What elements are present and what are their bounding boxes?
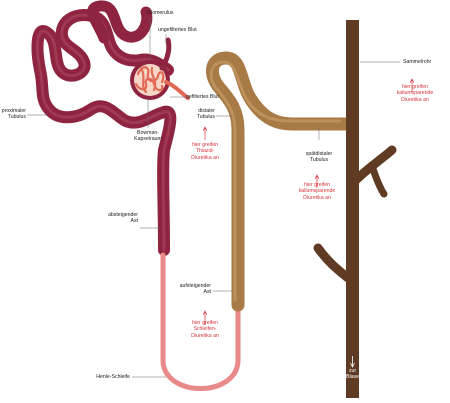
label-late-distal-tubule: spätdistaler Tubulus [305,151,333,164]
label-proximal-tubule: proximaler Tubulus [1,108,26,121]
label-ascending-limb: aufsteigender Ast [179,283,211,296]
collecting-duct-trunk [346,20,359,398]
proximal-upper-loop [87,0,153,44]
down-arrow-icon [350,356,355,368]
label-henle-loop: Henle-Schleife [96,374,130,380]
distal-tubule-highlight [209,60,342,302]
label-distal-tubule: distaler Tubulus [196,108,215,121]
efferent-arteriole [164,80,190,100]
label-unfiltered-blood: ungefiltertes Blut [158,27,197,33]
label-thiazide-site: hier greifen Thiazid- Diuretika an [191,142,219,161]
drug-site-arrows [202,78,415,325]
label-potassium-sparing-late-distal: hier greifen kaliumsparende Diuretika an [298,182,336,201]
glomerulus-capillaries [134,66,165,94]
label-to-bladder: zur Blase [346,368,359,381]
leader-lines [27,17,400,378]
label-bowman-capsule: Bowman- Kapselraum [134,130,162,143]
label-filtered-blood: gefiltertes Blut [186,94,219,100]
label-glomerulus: Glomerulus [147,10,174,16]
label-collecting-duct: Sammelrohr [403,59,432,65]
afferent-arteriole [159,37,172,71]
henle-loop-shape [160,252,241,391]
label-descending-limb: absteigender Ast [108,212,138,225]
collecting-branch-left [313,243,353,283]
collecting-branch-right-tip [368,162,388,198]
label-loop-diuretic-site: hier greifen Schleifen- Diuretika an [191,320,219,339]
label-potassium-sparing-collecting: hier greifen kaliumsparende Diuretika an [396,84,434,103]
